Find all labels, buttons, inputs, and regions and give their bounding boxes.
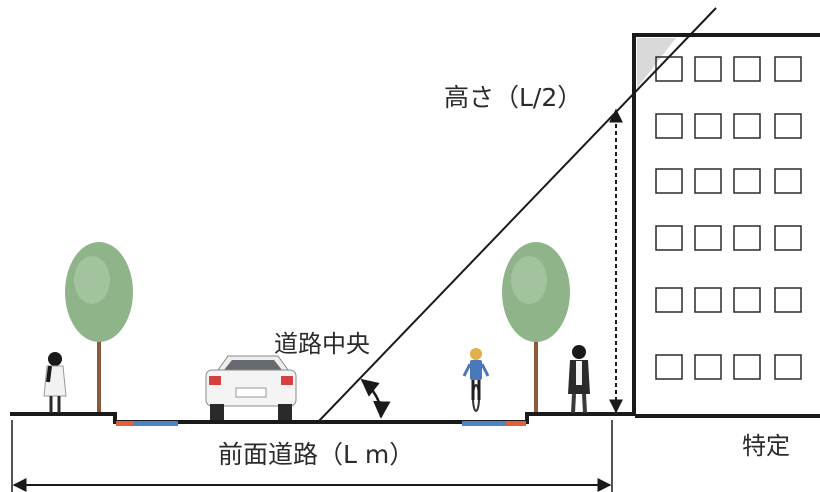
pedestrian-left [43, 352, 67, 413]
specific-label: 特定 [742, 432, 790, 460]
bike-lane-right-red [506, 421, 526, 426]
cyclist [462, 348, 490, 412]
building-windows [655, 56, 802, 380]
height-label: 高さ（L/2） [444, 83, 583, 112]
tree-left [65, 242, 133, 412]
tree-right [502, 242, 570, 412]
pedestrian-right [568, 345, 590, 414]
bike-lane-right-blue [462, 421, 506, 426]
front-road-label: 前面道路（L m） [218, 440, 415, 469]
ground-profile [10, 412, 635, 424]
car [205, 355, 297, 420]
bike-lane-left-red [116, 421, 134, 426]
bike-lane-left-blue [134, 421, 178, 426]
road-center-label: 道路中央 [274, 330, 370, 358]
angle-arc [360, 378, 391, 419]
slant-line [317, 7, 717, 423]
building-outline [632, 33, 820, 416]
